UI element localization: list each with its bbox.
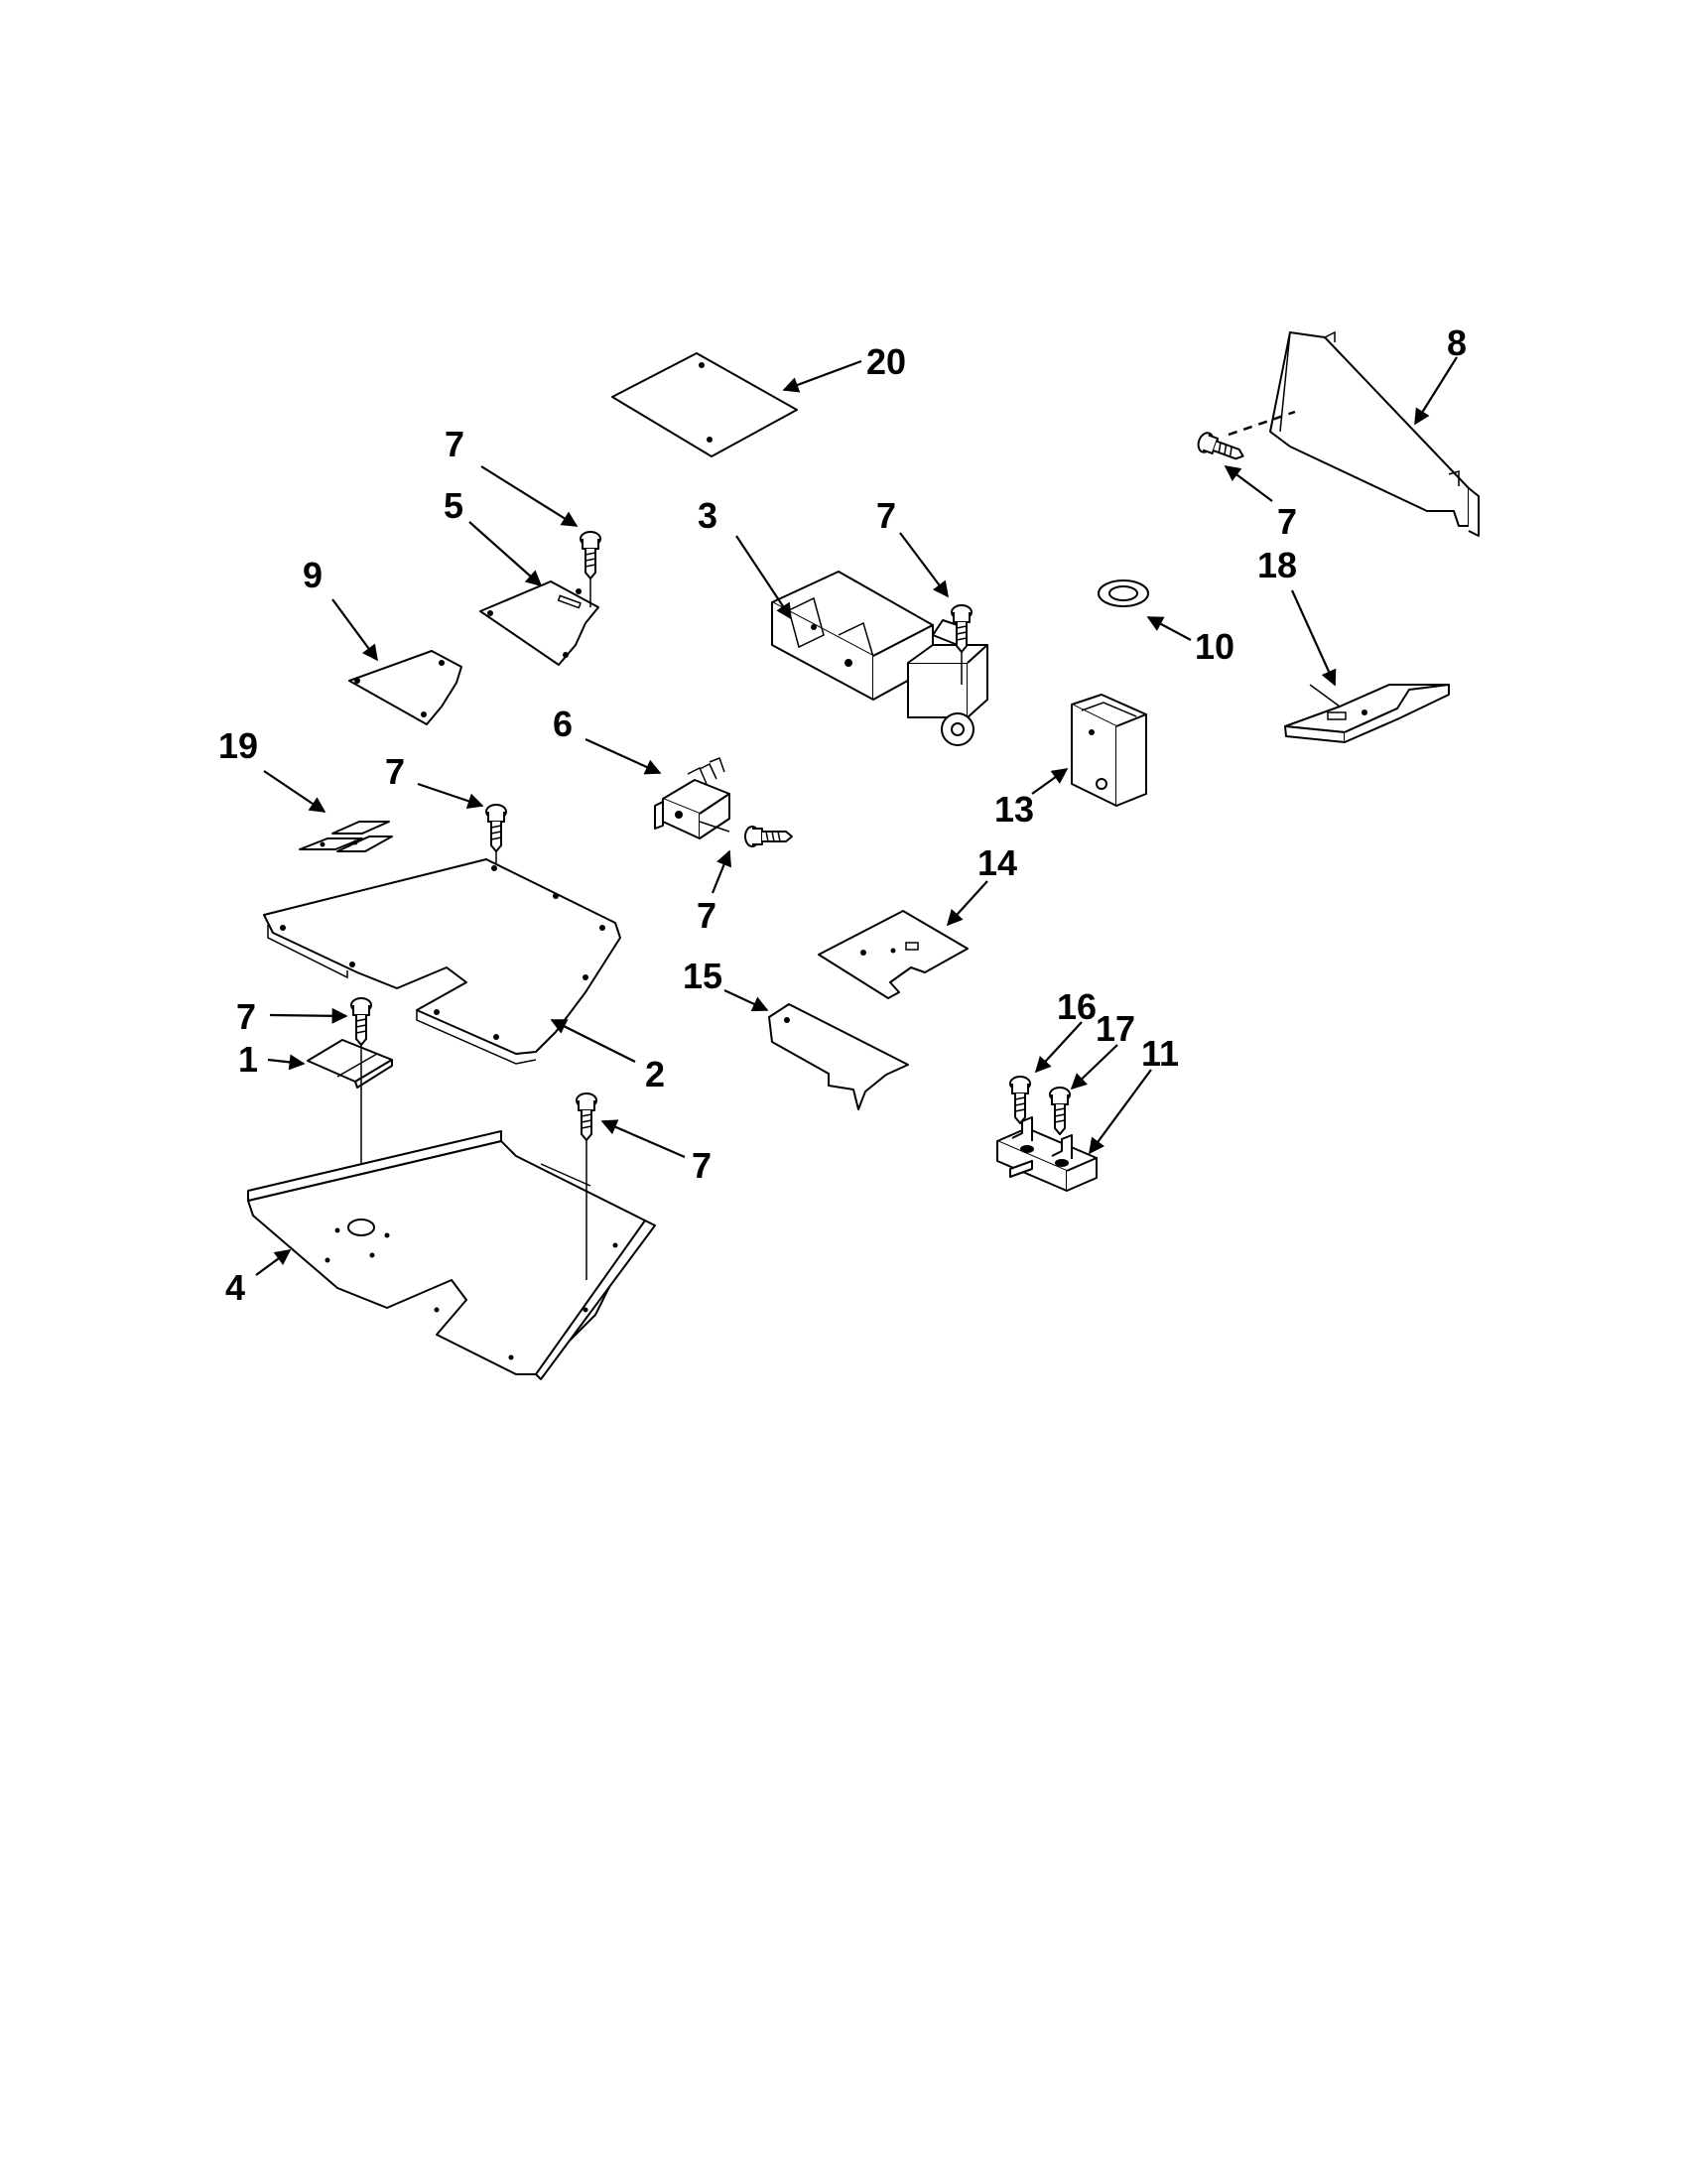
part-1-bracket — [307, 1039, 393, 1089]
leader-19 — [263, 770, 326, 813]
part-13-junction-box — [1071, 694, 1147, 807]
callout-7-part-3: 7 — [876, 495, 896, 536]
screw-axis-8 — [1228, 410, 1296, 437]
screw-axis-6 — [699, 821, 730, 833]
leader-10 — [1146, 616, 1192, 641]
callout-7-part-8: 7 — [1277, 501, 1297, 542]
callout-3: 3 — [698, 495, 717, 536]
leader-5 — [468, 521, 543, 587]
callout-7-part-2: 7 — [385, 751, 405, 792]
leader-11 — [1089, 1069, 1152, 1155]
screw-16 — [1009, 1076, 1031, 1124]
screw-7-part-4 — [576, 1092, 597, 1141]
callout-14: 14 — [977, 842, 1017, 883]
screw-7-part-2 — [485, 804, 507, 852]
callout-10: 10 — [1195, 626, 1234, 667]
callout-19: 19 — [218, 725, 258, 766]
leader-7-part-2 — [417, 782, 484, 809]
part-11-terminal-block — [996, 1116, 1098, 1192]
leader-16 — [1034, 1021, 1083, 1074]
part-20-cover-plate — [611, 352, 798, 457]
screw-7-part-1 — [350, 997, 372, 1046]
screw-7-part-6 — [744, 826, 793, 847]
leader-3 — [735, 535, 792, 620]
part-18-tray — [1284, 684, 1450, 743]
screw-7-part-5 — [580, 531, 601, 579]
callout-7-part-4: 7 — [692, 1145, 712, 1186]
leader-7-part-1 — [269, 1007, 348, 1024]
part-19-gasket — [299, 821, 393, 852]
part-8-deflector — [1269, 330, 1480, 537]
callout-13: 13 — [994, 789, 1034, 830]
screw-17 — [1049, 1087, 1071, 1135]
callout-20: 20 — [866, 341, 906, 382]
leader-20 — [782, 359, 862, 393]
callout-9: 9 — [303, 555, 323, 595]
leader-8 — [1414, 356, 1458, 426]
part-3-motor-bracket — [771, 571, 988, 746]
leader-7-part-4 — [600, 1119, 686, 1159]
callout-4: 4 — [225, 1267, 245, 1308]
part-2-base-panel — [263, 858, 621, 1065]
leader-2 — [550, 1019, 636, 1063]
leader-1 — [267, 1054, 306, 1071]
leader-9 — [331, 598, 378, 662]
leader-7-part-8 — [1224, 465, 1273, 502]
callout-2: 2 — [645, 1054, 665, 1094]
part-10-grommet — [1098, 579, 1149, 607]
leader-6 — [584, 737, 662, 775]
part-4-bottom-base — [247, 1130, 656, 1380]
screw-7-part-8 — [1195, 430, 1248, 467]
leader-7-part-3 — [899, 532, 949, 598]
part-6-transformer — [654, 757, 730, 839]
callout-7-part-5: 7 — [445, 424, 464, 464]
callout-15: 15 — [683, 956, 722, 996]
leader-15 — [723, 989, 769, 1012]
part-14-plate — [818, 910, 969, 999]
leader-17 — [1070, 1044, 1118, 1091]
leader-14 — [946, 880, 988, 927]
callout-11: 11 — [1141, 1033, 1179, 1074]
callout-5: 5 — [444, 485, 463, 526]
callout-8: 8 — [1447, 322, 1467, 363]
leader-7-part-6 — [711, 849, 732, 894]
callout-17: 17 — [1096, 1008, 1135, 1049]
callout-6: 6 — [553, 704, 573, 744]
part-9-plate — [348, 650, 462, 725]
callout-7-part-1: 7 — [236, 996, 256, 1037]
callout-1: 1 — [238, 1039, 258, 1080]
leader-7-part-5 — [480, 465, 579, 527]
part-5-plate — [479, 580, 599, 666]
callout-16: 16 — [1057, 986, 1097, 1027]
part-15-shield — [768, 1003, 909, 1110]
callout-18: 18 — [1257, 545, 1297, 585]
callout-7-part-6: 7 — [697, 895, 716, 936]
leader-18 — [1290, 589, 1337, 687]
leader-13 — [1031, 768, 1069, 795]
leader-4 — [255, 1249, 292, 1276]
